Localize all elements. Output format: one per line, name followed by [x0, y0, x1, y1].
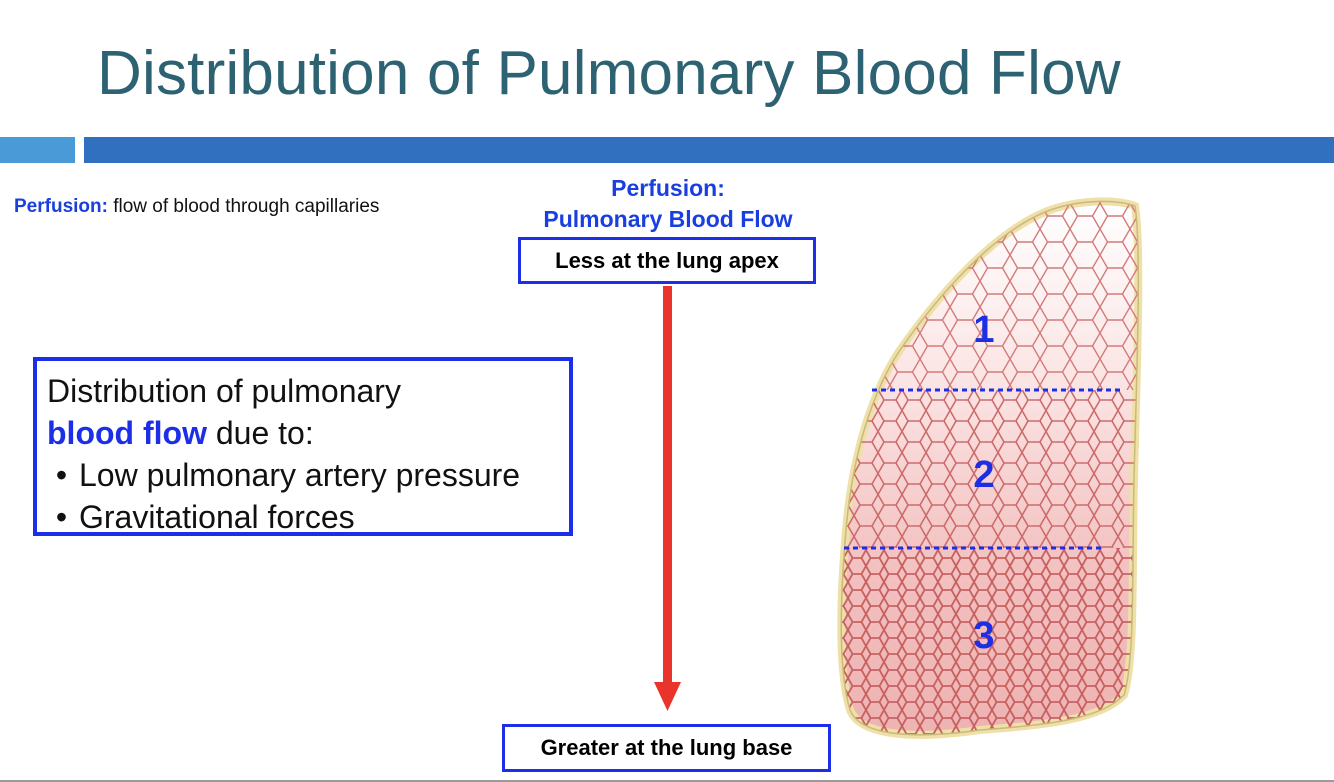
slide-title: Distribution of Pulmonary Blood Flow: [97, 39, 1121, 108]
zone-label: 1: [973, 309, 994, 351]
perfusion-definition: Perfusion: flow of blood through capilla…: [14, 196, 379, 218]
info-box-bullet: • Low pulmonary artery pressure: [47, 454, 569, 496]
lung-apex-label: Less at the lung apex: [518, 237, 816, 284]
lung-diagram: 1 2 3: [837, 197, 1143, 739]
definition-text: flow of blood through capillaries: [107, 196, 380, 217]
info-box-highlight: blood flow: [47, 415, 207, 451]
bullet-icon: •: [47, 457, 68, 493]
title-accent-bar-right: [84, 137, 1334, 163]
perfusion-heading: Perfusion: Pulmonary Blood Flow: [518, 173, 818, 235]
title-accent-bar-left: [0, 137, 75, 163]
info-box-line-1: Distribution of pulmonary: [47, 373, 401, 409]
lung-base-label: Greater at the lung base: [502, 724, 831, 772]
info-box-bullet-text: Low pulmonary artery pressure: [79, 457, 521, 493]
footer-divider: [0, 780, 1334, 782]
definition-term: Perfusion:: [14, 196, 108, 217]
perfusion-heading-line-1: Perfusion:: [611, 175, 725, 201]
distribution-info-box: Distribution of pulmonary blood flow due…: [33, 357, 573, 536]
zone-label: 3: [973, 615, 994, 657]
info-box-line-2: blood flow due to:: [47, 412, 569, 454]
info-box-line-2-rest: due to:: [206, 415, 314, 451]
info-box-bullet-text: Gravitational forces: [79, 499, 355, 535]
bullet-icon: •: [47, 499, 68, 535]
down-arrow-icon: [654, 286, 681, 711]
info-box-bullet: • Gravitational forces: [47, 496, 569, 538]
zone-label: 2: [973, 454, 994, 496]
perfusion-heading-line-2: Pulmonary Blood Flow: [543, 206, 793, 232]
